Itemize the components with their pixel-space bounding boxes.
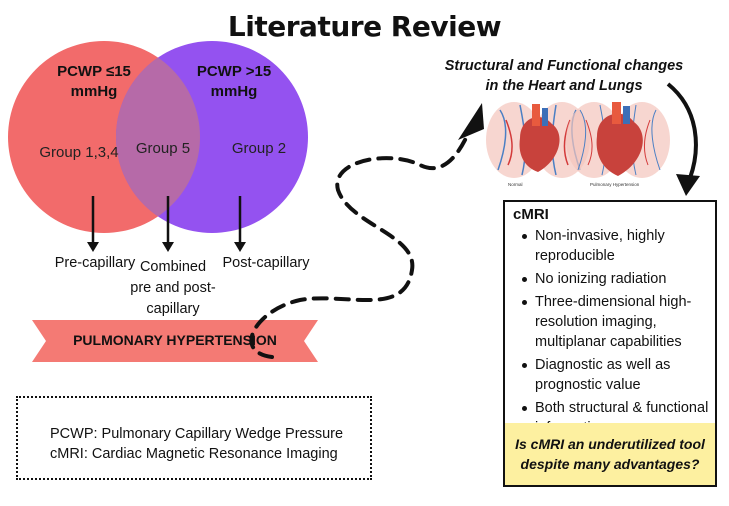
curved-arrow-to-cmri <box>666 82 698 179</box>
arrow-pre <box>87 196 99 252</box>
venn-right-title-line2: mmHg <box>210 83 258 100</box>
category-combined-line2: pre and post- <box>130 280 216 296</box>
category-combined-line1: Combined <box>139 259 207 275</box>
venn-overlap-group: Group 5 <box>135 140 191 157</box>
arrow-post <box>234 196 246 252</box>
venn-right-title: PCWP >15 mmHg <box>184 62 284 102</box>
cmri-item: No ionizing radiation <box>522 269 715 289</box>
abbreviations-box: PCWP: Pulmonary Capillary Wedge Pressure… <box>16 396 372 480</box>
venn-overlap <box>116 41 200 233</box>
arrow-combined <box>162 196 174 252</box>
cmri-item: Diagnostic as well as prognostic value <box>522 355 715 395</box>
cmri-advantages-list: Non-invasive, highly reproducible No ion… <box>505 226 715 441</box>
dashed-arrow-head <box>458 103 484 140</box>
venn-left-title-line2: mmHg <box>70 83 118 100</box>
cmri-title: cMRI <box>513 206 549 223</box>
heart-caption-line2: in the Heart and Lungs <box>485 78 643 94</box>
pulmonary-hypertension-label: PULMONARY HYPERTENSION <box>73 332 277 348</box>
category-combined-line3: capillary <box>146 301 200 317</box>
cmri-item: Non-invasive, highly reproducible <box>522 226 715 266</box>
svg-text:Normal: Normal <box>508 182 523 187</box>
category-pre-capillary: Pre-capillary <box>54 255 136 271</box>
category-combined: Combined pre and post- capillary <box>118 257 228 320</box>
category-post-capillary: Post-capillary <box>222 255 310 271</box>
cmri-panel: cMRI Non-invasive, highly reproducible N… <box>503 200 717 487</box>
abbreviation-pcwp: PCWP: Pulmonary Capillary Wedge Pressure <box>50 426 344 442</box>
heart-lung-ph-illustration: Pulmonary Hypertension <box>566 102 670 187</box>
abbreviation-cmri: cMRI: Cardiac Magnetic Resonance Imaging <box>50 446 338 462</box>
curved-arrow-head <box>676 174 700 196</box>
venn-left-title: PCWP ≤15 mmHg <box>44 62 144 102</box>
venn-right-title-line1: PCWP >15 <box>196 63 272 80</box>
pulmonary-hypertension-banner <box>32 320 318 362</box>
venn-left-group: Group 1,3,4 <box>39 144 119 161</box>
venn-right-group: Group 2 <box>231 140 287 157</box>
svg-text:Pulmonary Hypertension: Pulmonary Hypertension <box>590 182 640 187</box>
cmri-question: Is cMRI an underutilized tool despite ma… <box>505 423 715 485</box>
venn-left-title-line1: PCWP ≤15 <box>57 63 131 80</box>
page-title: Literature Review <box>227 10 502 43</box>
heart-caption-line1: Structural and Functional changes <box>444 58 684 74</box>
dashed-connector-arrow <box>249 136 468 359</box>
heart-lung-caption: Structural and Functional changes in the… <box>428 56 700 96</box>
cmri-item: Three-dimensional high-resolution imagin… <box>522 292 715 352</box>
